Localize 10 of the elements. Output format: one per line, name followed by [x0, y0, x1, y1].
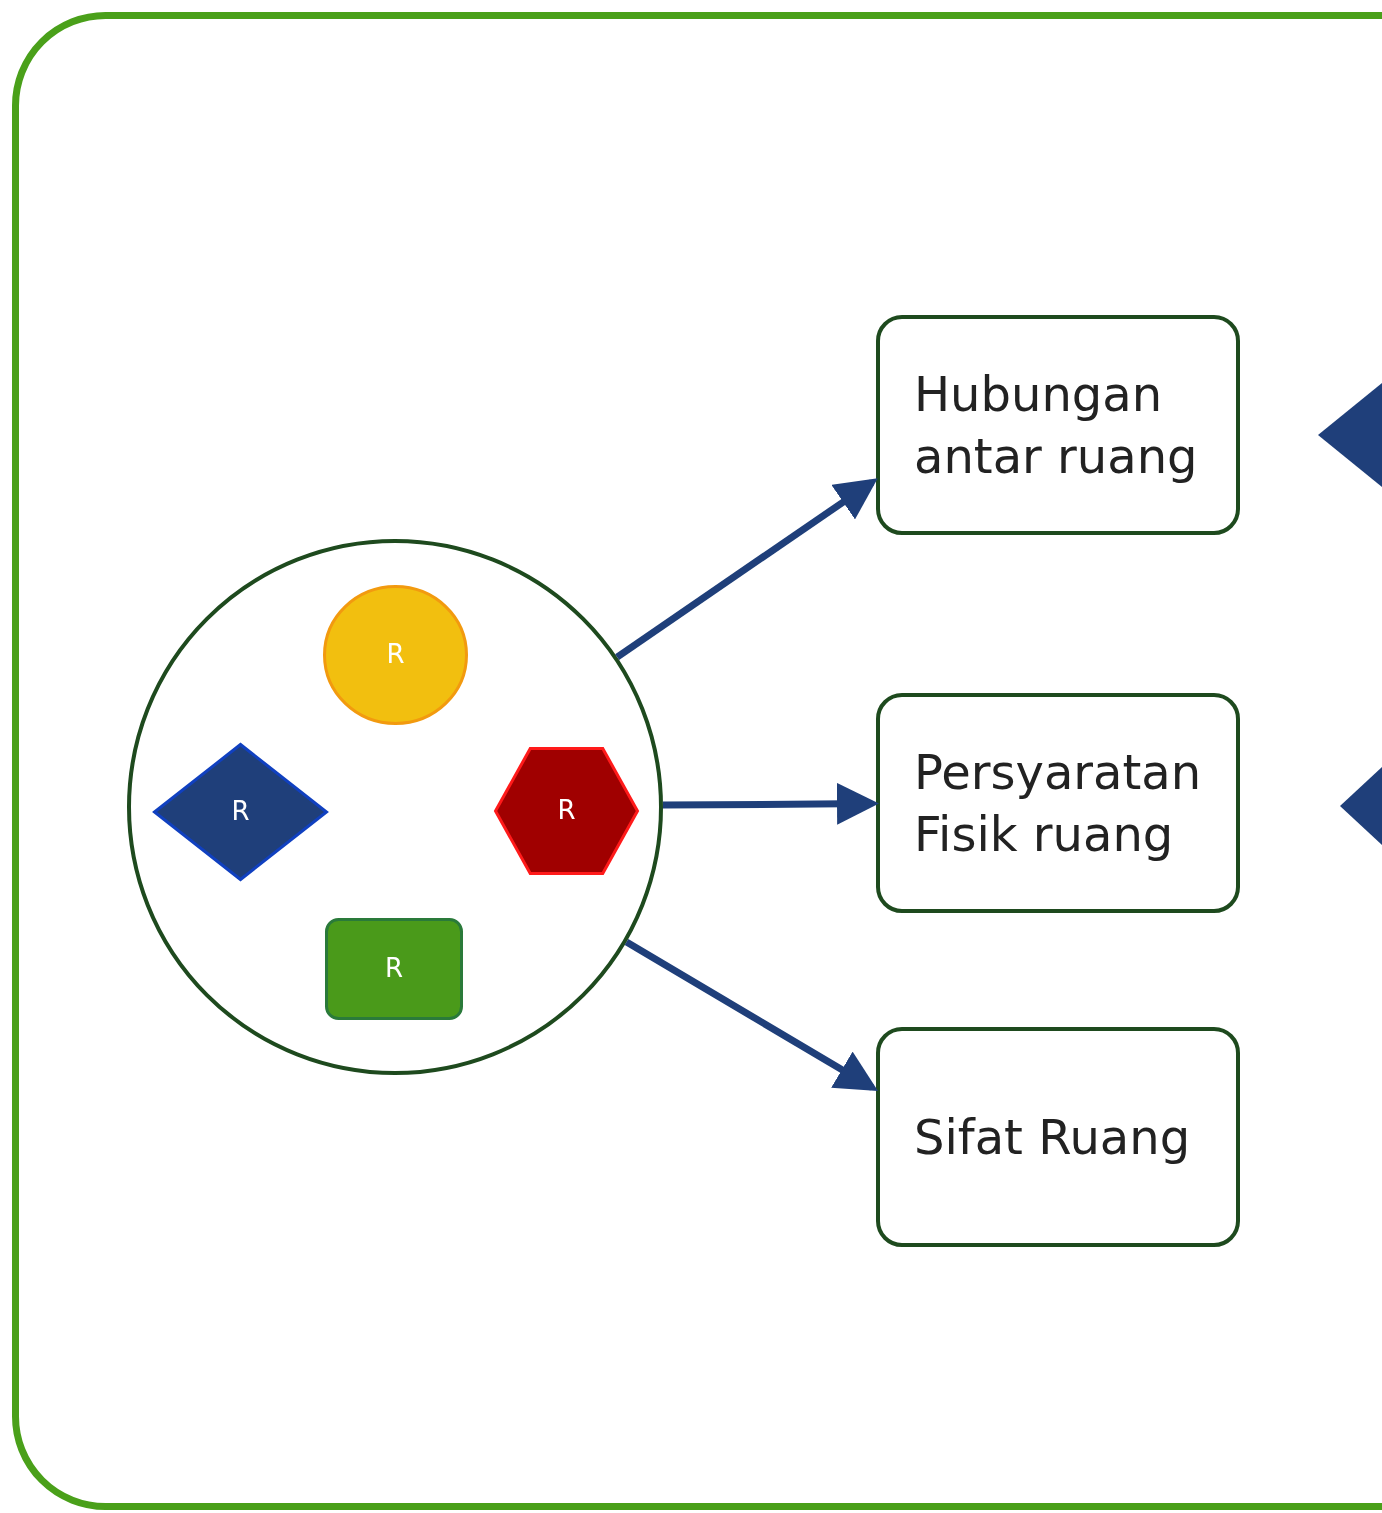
shape-letter: R [557, 794, 576, 828]
shape-letter: R [384, 952, 404, 986]
arrow [662, 782, 879, 825]
shape-letter: R [386, 638, 405, 672]
shape-letter: R [231, 795, 250, 829]
box-label: Sifat Ruang [914, 1107, 1192, 1167]
arrow [624, 939, 878, 1092]
box-label: Persyaratan Fisik ruang [914, 742, 1203, 864]
arrow [615, 478, 878, 660]
box-label: Hubungan antar ruang [914, 364, 1199, 486]
